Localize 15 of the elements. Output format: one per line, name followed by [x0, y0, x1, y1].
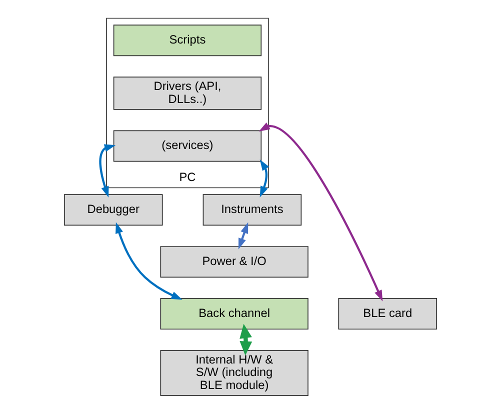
node-box: Internal H/W & S/W (including BLE module) [160, 350, 308, 396]
node-box: BLE card [338, 298, 437, 330]
arrow [259, 159, 269, 198]
node-box: Scripts [112, 24, 262, 56]
arrow [239, 324, 252, 356]
node-box: Instruments [202, 194, 302, 226]
arrow [258, 122, 382, 302]
arrow [115, 222, 182, 300]
arrow [98, 144, 116, 198]
node-box: Power & I/O [160, 246, 308, 278]
arrow [238, 222, 248, 250]
node-box: Back channel [160, 298, 308, 330]
node-box: Debugger [63, 194, 162, 226]
node-box: (services) [112, 130, 262, 162]
node-box: Drivers (API, DLLs..) [112, 76, 262, 110]
